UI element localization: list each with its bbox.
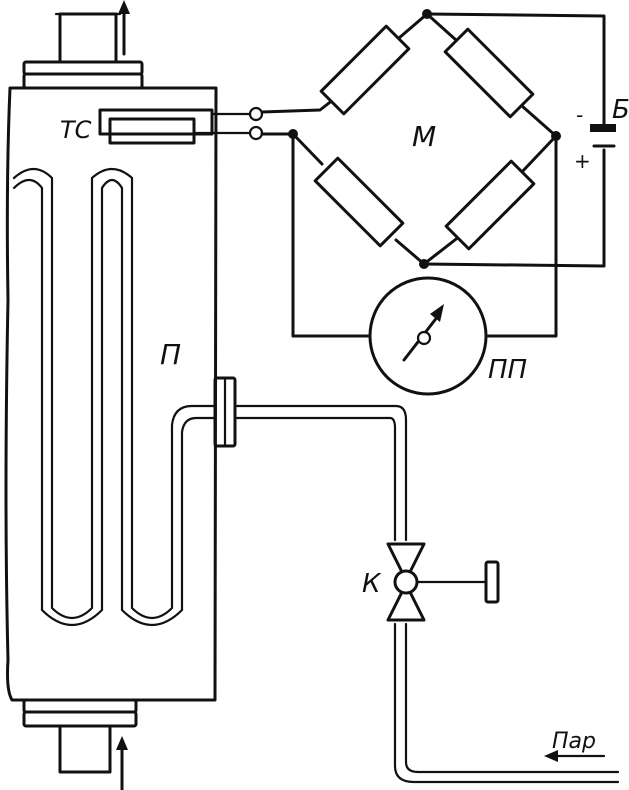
top-flange	[22, 60, 144, 90]
sensor-label: ТС	[60, 116, 92, 144]
heating-coil	[12, 167, 217, 626]
temperature-sensor	[98, 108, 214, 145]
battery-minus-label: -	[576, 103, 583, 127]
outlet-arrow	[118, 0, 130, 56]
bridge-resistor-lower-left	[313, 156, 405, 248]
top-pipe	[54, 12, 122, 64]
valve-icon	[386, 542, 500, 622]
bridge-resistor-lower-right	[444, 159, 536, 251]
bridge-resistor-upper-left	[319, 24, 411, 116]
bottom-pipe	[58, 724, 112, 774]
steam-arrow	[544, 750, 606, 762]
steam-pipe	[233, 404, 620, 784]
battery-plus-label: +	[574, 149, 591, 173]
valve-label: К	[362, 569, 382, 599]
heater-vessel	[4, 86, 218, 702]
junction-dots	[288, 9, 561, 269]
galvanometer-dial-icon	[368, 276, 488, 396]
steam-label: Пар	[552, 729, 596, 754]
battery-label: Б	[612, 95, 629, 125]
bridge-resistor-upper-right	[443, 27, 535, 119]
bridge-label: М	[412, 120, 436, 153]
inlet-arrow	[116, 736, 128, 790]
battery	[590, 124, 616, 148]
side-flange	[213, 376, 237, 448]
heater-label: П	[160, 338, 181, 371]
gauge-label: ПП	[488, 355, 527, 385]
bottom-flange	[22, 698, 138, 728]
